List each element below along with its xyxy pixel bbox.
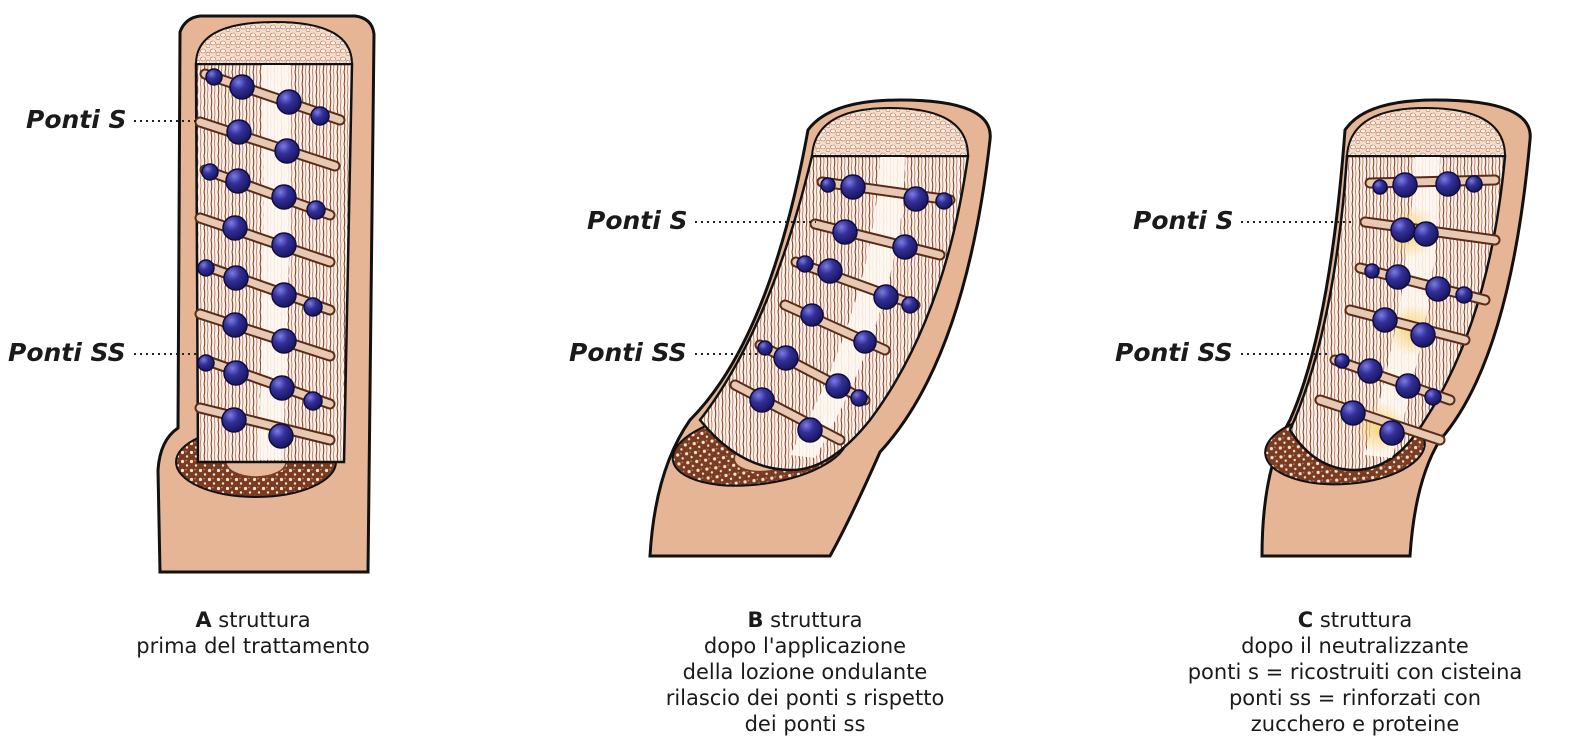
panel-a-bridge-bead: [202, 164, 218, 180]
panel-c-bridge-bead: [1393, 173, 1417, 197]
panel-a-caption: A struttura prima del trattamento: [103, 607, 403, 659]
panel-c-bridge-bead: [1365, 264, 1379, 278]
panel-a-bridge-bead: [311, 107, 329, 125]
panel-a-bridge-bead: [277, 90, 301, 114]
panel-b-bridge-bead: [758, 341, 772, 355]
panel-b-bridge-bead: [874, 285, 898, 309]
panel-b-caption-line-1: struttura: [770, 608, 862, 632]
panel-b-bridge-bead: [893, 235, 917, 259]
panel-b-bridge-bead: [818, 259, 842, 283]
panel-b-bridge-bead: [750, 388, 774, 412]
panel-c-bridge-bead: [1414, 222, 1438, 246]
panel-a-label-s: Ponti S: [26, 107, 127, 132]
panel-c-caption-line-4: ponti ss = rinforzati con: [1150, 685, 1560, 711]
panel-a-bridge-bead: [270, 376, 294, 400]
panel-c-bridge-bead: [1456, 287, 1472, 303]
panel-a-bridge-bead: [272, 329, 296, 353]
panel-a-bridge-bead: [198, 260, 214, 276]
panel-a-bridge-bead: [227, 120, 251, 144]
panel-b-bridge-bead: [797, 256, 813, 272]
panel-c-bridge-bead: [1466, 176, 1482, 192]
panel-c-bridge-bead: [1425, 389, 1441, 405]
panel-a-bridge-bead: [223, 216, 247, 240]
panel-c-caption-line-3: ponti s = ricostruiti con cisteina: [1150, 659, 1560, 685]
panel-c-label-s: Ponti S: [1133, 208, 1234, 233]
panel-a-caption-line-1: struttura: [218, 608, 310, 632]
panel-c-letter: C: [1298, 608, 1313, 632]
panel-a-bridge-bead: [226, 169, 250, 193]
panel-a-bridge-bead: [307, 201, 325, 219]
panel-c-bridge-bead: [1373, 308, 1397, 332]
panel-b-caption-line-4: rilascio dei ponti s rispetto: [625, 685, 985, 711]
panel-c-bridge-bead: [1436, 172, 1460, 196]
panel-a-bridge-bead: [224, 361, 248, 385]
panel-a-bridge-bead: [230, 75, 254, 99]
panel-b-caption-line-3: della lozione ondulante: [625, 659, 985, 685]
panel-a-bridge-bead: [198, 355, 214, 371]
panel-b-bridge-bead: [841, 175, 865, 199]
panel-a-bridge-bead: [269, 424, 293, 448]
panel-c-caption-line-2: dopo il neutralizzante: [1150, 633, 1560, 659]
panel-b-bridge-bead: [798, 418, 822, 442]
panel-b-bridge-bead: [826, 374, 850, 398]
panel-c-bridge-bead: [1411, 323, 1435, 347]
panel-a-letter: A: [195, 608, 211, 632]
panel-a-bridge-bead: [206, 69, 222, 85]
panel-b-letter: B: [747, 608, 763, 632]
panel-c-bridge-bead: [1380, 421, 1404, 445]
panel-b-bridge-bead: [833, 220, 857, 244]
panel-b-caption-line-2: dopo l'applicazione: [625, 633, 985, 659]
panel-b-bridge-bead: [774, 346, 798, 370]
panel-a-bridge-bead: [272, 283, 296, 307]
panel-c-bridge-bead: [1358, 359, 1382, 383]
panel-a-bridge-bead: [222, 408, 246, 432]
panel-b-label-ss: Ponti SS: [569, 340, 687, 365]
panel-a-bridge-bead: [224, 266, 248, 290]
panel-c-bridge-bead: [1386, 265, 1410, 289]
panel-b-bridge-bead: [851, 390, 867, 406]
panel-a-label-ss: Ponti SS: [8, 340, 126, 365]
panel-c-illustration: [1262, 100, 1530, 556]
panel-a-bridge-bead: [223, 313, 247, 337]
panel-c-bridge-bead: [1426, 277, 1450, 301]
panel-a-bridge-bead: [272, 185, 296, 209]
panel-a-bridge-bead: [304, 392, 322, 410]
panel-a-bridge-bead: [275, 139, 299, 163]
panel-c-bridge-bead: [1391, 218, 1415, 242]
panel-a-caption-line-2: prima del trattamento: [103, 633, 403, 659]
panel-b-caption: B struttura dopo l'applicazione della lo…: [625, 607, 985, 737]
panel-c-caption: C struttura dopo il neutralizzante ponti…: [1150, 607, 1560, 737]
panel-a-illustration: [158, 16, 374, 572]
panel-a-bridge-bead: [272, 233, 296, 257]
panel-c-label-ss: Ponti SS: [1115, 340, 1233, 365]
panel-c-caption-line-1: struttura: [1320, 608, 1412, 632]
panel-b-label-s: Ponti S: [587, 208, 688, 233]
panel-a-bridge-bead: [304, 298, 322, 316]
panel-b-bridge-bead: [904, 187, 928, 211]
panel-c-caption-line-5: zucchero e proteine: [1150, 711, 1560, 737]
panel-c-bridge-bead: [1341, 401, 1365, 425]
panel-b-caption-line-5: dei ponti ss: [625, 711, 985, 737]
panel-c-bridge-bead: [1396, 374, 1420, 398]
panel-c-bridge-bead: [1373, 180, 1387, 194]
panel-b-bridge-bead: [902, 297, 918, 313]
panel-b-bridge-bead: [821, 178, 835, 192]
panel-b-illustration: [650, 100, 990, 556]
panel-b-bridge-bead: [854, 331, 876, 353]
panel-c-bridge-bead: [1335, 354, 1349, 368]
panel-b-bridge-bead: [801, 304, 823, 326]
panel-b-bridge-bead: [936, 193, 952, 209]
